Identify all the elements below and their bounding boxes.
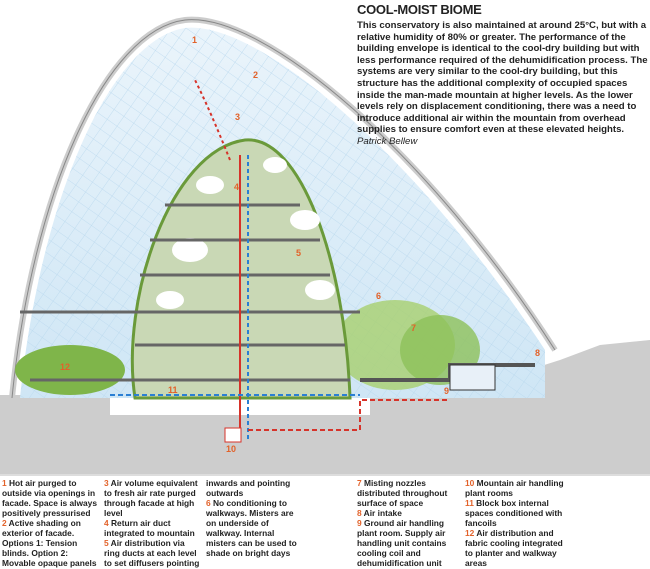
legend-item-12: 12 Air distribution and fabric cooling i… — [465, 528, 563, 568]
label-7: 7 — [411, 323, 416, 333]
legend-item-6: 6 No conditioning to walkways. Misters a… — [206, 498, 297, 558]
legend-item-11: 11 Block box internal spaces conditioned… — [465, 498, 563, 528]
plant-rooms — [224, 364, 496, 443]
label-5: 5 — [296, 248, 301, 258]
legend-item-9: 9 Ground air handling plant room. Supply… — [357, 518, 447, 568]
legend-item-4: 4 Return air duct integrated to mountain — [104, 518, 195, 538]
legend-item-10: 10 Mountain air handling plant rooms — [465, 478, 564, 498]
legend-item-3: 3 Air volume equivalent to fresh air rat… — [104, 478, 198, 518]
legend-item-2: 2 Active shading on exterior of facade. … — [2, 518, 97, 568]
biome-section-diagram: 1 2 3 4 5 6 7 8 9 10 11 12 — [0, 16, 650, 475]
section-title: COOL-MOIST BIOME — [357, 2, 482, 17]
description-text: This conservatory is also maintained at … — [357, 20, 648, 136]
label-4: 4 — [234, 182, 239, 192]
divider — [0, 474, 650, 476]
label-3: 3 — [235, 112, 240, 122]
description: This conservatory is also maintained at … — [357, 20, 650, 148]
legend-item-7: 7 Misting nozzles distributed throughout… — [357, 478, 448, 508]
legend-item-1: 1 Hot air purged to outside via openings… — [2, 478, 97, 518]
legend-group-1: 1 Hot air purged to outside via openings… — [2, 478, 302, 568]
diagram-number-labels: 1 2 3 4 5 6 7 8 9 10 11 12 — [60, 35, 540, 454]
ground — [0, 340, 650, 475]
label-1: 1 — [192, 35, 197, 45]
author: Patrick Bellew — [357, 135, 418, 147]
label-10: 10 — [226, 444, 236, 454]
floor-levels — [20, 203, 360, 382]
label-11: 11 — [168, 385, 178, 395]
legend-item-8: 8 Air intake — [357, 508, 402, 518]
label-12: 12 — [60, 362, 70, 372]
label-6: 6 — [376, 291, 381, 301]
label-2: 2 — [253, 70, 258, 80]
legend-item-5: 5 Air distribution via ring ducts at eac… — [104, 478, 291, 568]
label-8: 8 — [535, 348, 540, 358]
label-9: 9 — [444, 386, 449, 396]
legend-group-2: 7 Misting nozzles distributed throughout… — [357, 478, 567, 568]
